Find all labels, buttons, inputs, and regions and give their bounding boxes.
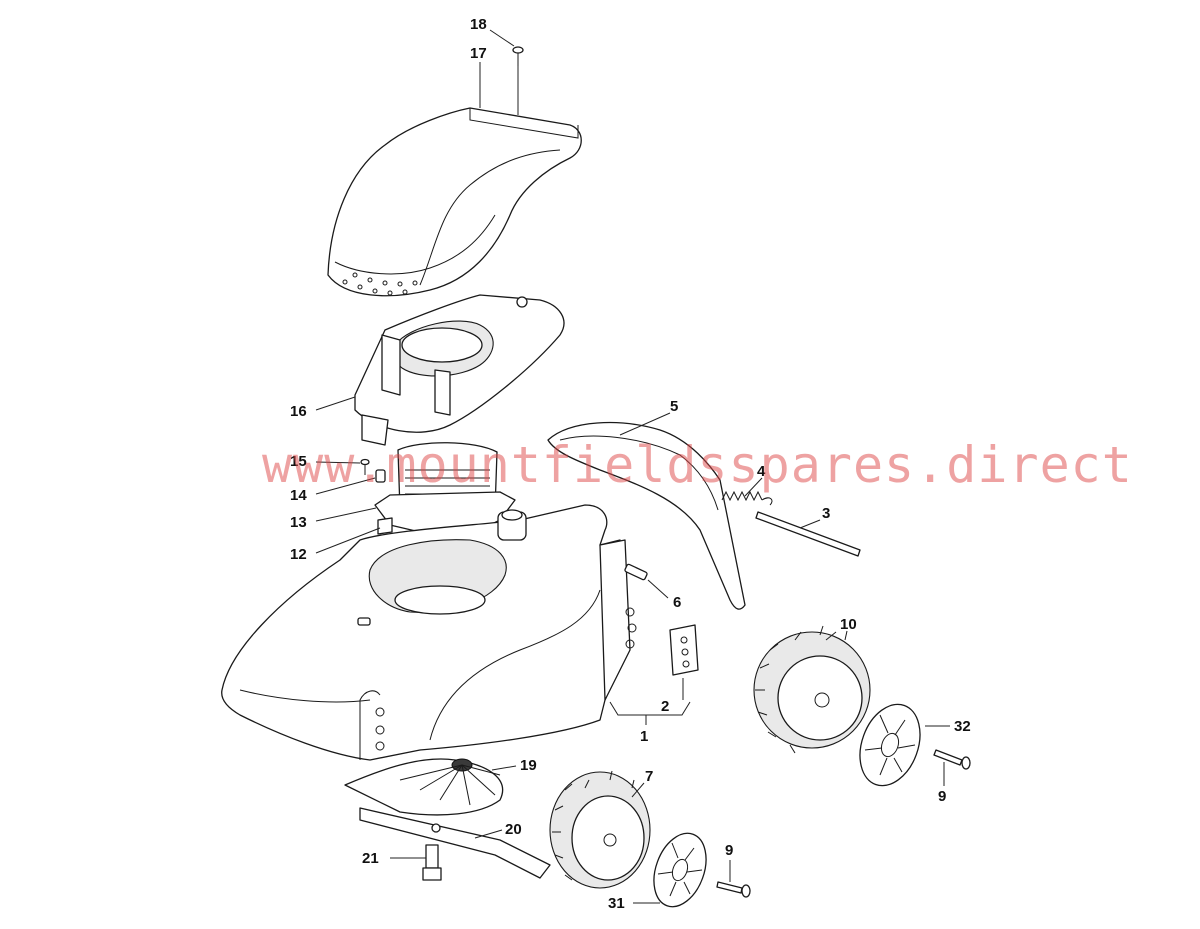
callout-9-front: 9 xyxy=(725,842,733,859)
callout-21: 21 xyxy=(362,850,379,867)
callout-1: 1 xyxy=(640,728,648,745)
part-spring xyxy=(721,490,773,506)
part-rear-hubcap xyxy=(859,703,921,787)
part-small-screw xyxy=(360,458,370,475)
callout-9-rear: 9 xyxy=(938,788,946,805)
part-blade xyxy=(359,807,551,879)
callout-7: 7 xyxy=(645,768,653,785)
part-front-wheel-bolt xyxy=(716,881,751,898)
callout-10: 10 xyxy=(840,616,857,633)
callout-15: 15 xyxy=(290,453,307,470)
part-bushing xyxy=(375,469,386,483)
callout-2: 2 xyxy=(661,698,669,715)
part-screw-top xyxy=(512,46,524,66)
callout-18: 18 xyxy=(470,16,487,33)
callout-6: 6 xyxy=(673,594,681,611)
watermark-text: www.mountfieldsspares.direct xyxy=(262,436,1133,494)
part-bolt xyxy=(624,563,648,581)
callout-5: 5 xyxy=(670,398,678,415)
callout-13: 13 xyxy=(290,514,307,531)
callout-4: 4 xyxy=(757,463,766,480)
callout-3: 3 xyxy=(822,505,830,522)
part-bracket xyxy=(669,624,699,676)
part-main-deck xyxy=(221,504,637,761)
part-rear-wheel-bolt xyxy=(933,749,971,770)
part-top-cover xyxy=(327,107,582,297)
part-blade-bolt xyxy=(422,844,442,881)
part-front-hubcap xyxy=(653,832,707,908)
leader-lines xyxy=(315,29,950,904)
callout-16: 16 xyxy=(290,403,307,420)
callout-labels: 18 17 16 15 14 13 12 5 4 3 6 2 1 10 32 9… xyxy=(290,16,971,912)
part-axle-rod xyxy=(755,511,861,557)
part-motor-housing xyxy=(354,294,565,446)
part-front-wheel xyxy=(549,770,651,889)
callout-14: 14 xyxy=(290,487,307,504)
part-clip xyxy=(377,517,393,535)
callout-20: 20 xyxy=(505,821,522,838)
callout-32: 32 xyxy=(954,718,971,735)
part-fan xyxy=(344,758,504,816)
part-rear-wheel xyxy=(753,625,871,754)
part-rear-flap xyxy=(547,421,746,610)
callout-12: 12 xyxy=(290,546,307,563)
callout-31: 31 xyxy=(608,895,625,912)
callout-17: 17 xyxy=(470,45,487,62)
callout-19: 19 xyxy=(520,757,537,774)
